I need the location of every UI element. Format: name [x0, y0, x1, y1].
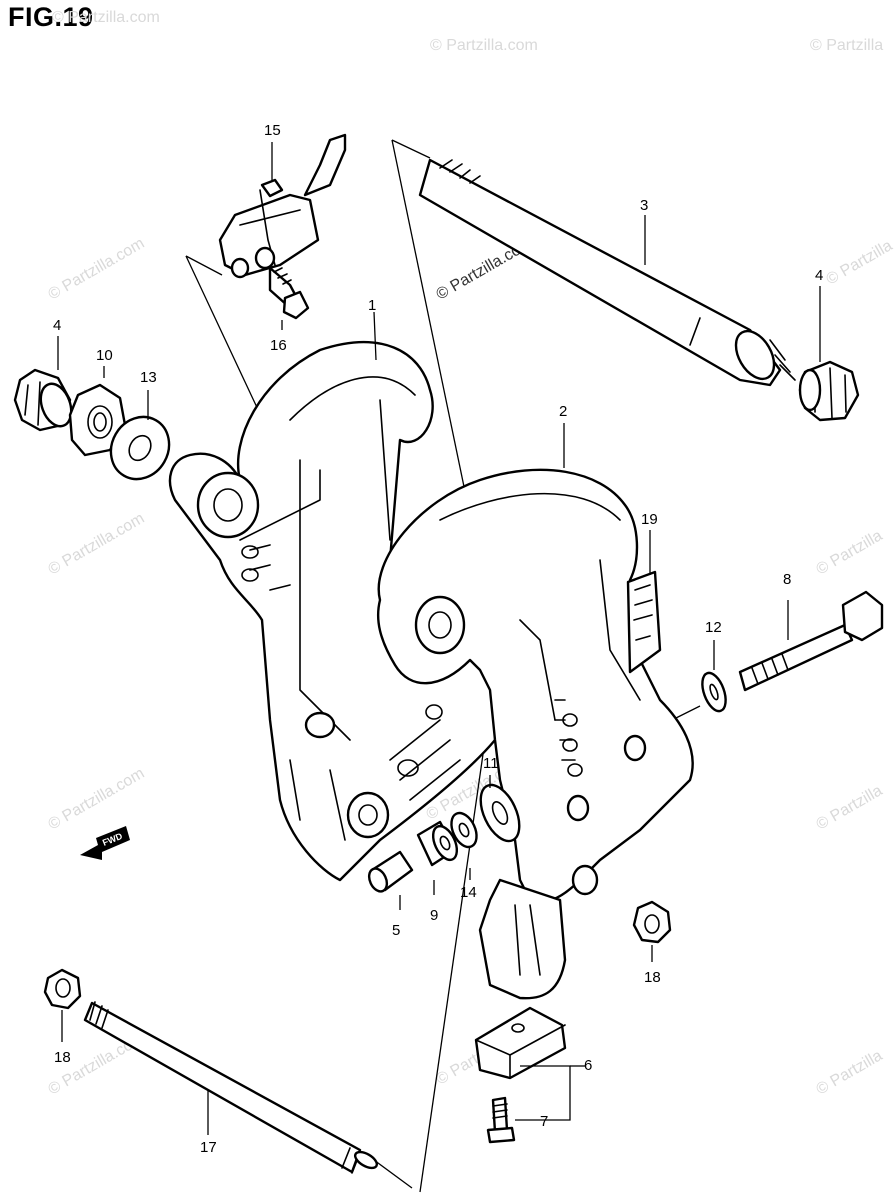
block-part-6: [474, 1006, 567, 1080]
tilt-tube-part-3: [418, 158, 796, 387]
watermark: © Partzilla.com: [52, 9, 160, 26]
leader-lines: [57, 142, 821, 1135]
washer-part-12: [701, 671, 727, 713]
callout-3: 3: [640, 197, 648, 214]
callout-6: 6: [584, 1057, 592, 1074]
callout-19: 19: [641, 511, 658, 528]
tilt-lock-lever-part-15: [218, 133, 347, 279]
callout-1: 1: [368, 297, 376, 314]
watermark: © Partzilla: [814, 527, 886, 578]
callout-15: 15: [264, 122, 281, 139]
watermark: © Partzilla.com: [46, 510, 148, 579]
callout-17: 17: [200, 1139, 217, 1156]
callout-9: 9: [430, 907, 438, 924]
washer-part-11: [479, 783, 521, 843]
bolt-part-16: [268, 266, 310, 320]
callout-14: 14: [460, 884, 477, 901]
washer-part-13: [109, 415, 171, 481]
watermark: © Partzilla: [814, 782, 886, 833]
rod-part-17: [83, 1001, 379, 1174]
figure-title: FIG.19: [8, 2, 94, 32]
nut-part-18-right: [632, 900, 672, 944]
bushing-part-9: [416, 820, 459, 867]
callout-4: 4: [815, 267, 823, 284]
nut-part-10: [68, 383, 127, 457]
washer-part-14: [450, 811, 478, 849]
decal-part-19: [626, 570, 662, 674]
tilt-tube-nut-part-4-right: [798, 360, 860, 422]
callout-labels: 1 2 3 4 4 5 6 7 8 9 10 11 12 13 14 15 16…: [53, 122, 823, 1156]
callout-18: 18: [644, 969, 661, 986]
watermark: © Partzilla: [824, 237, 894, 288]
screw-part-7: [486, 1096, 516, 1144]
nut-part-18-left: [43, 968, 82, 1010]
watermark: © Partzilla.com: [430, 37, 538, 54]
forward-direction-arrow: FWD: [80, 826, 130, 860]
callout-16: 16: [270, 337, 287, 354]
callout-4: 4: [53, 317, 61, 334]
callout-7: 7: [540, 1113, 548, 1130]
callout-2: 2: [559, 403, 567, 420]
watermark: © Partzilla: [810, 37, 883, 54]
bushing-part-5: [367, 850, 414, 893]
callout-12: 12: [705, 619, 722, 636]
callout-5: 5: [392, 922, 400, 939]
callout-11: 11: [483, 755, 499, 772]
clamp-bracket-part-2: [376, 468, 694, 1000]
watermark: © Partzilla.com: [46, 765, 148, 834]
callout-18: 18: [54, 1049, 71, 1066]
callout-8: 8: [783, 571, 791, 588]
watermark: © Partzilla.com: [46, 235, 148, 304]
callout-10: 10: [96, 347, 113, 364]
watermark: © Partzilla: [814, 1047, 886, 1098]
tilt-tube-nut-part-4: [13, 368, 73, 432]
callout-13: 13: [140, 369, 157, 386]
clamp-bracket-part-1: [168, 341, 502, 882]
bolt-part-8: [738, 590, 884, 692]
